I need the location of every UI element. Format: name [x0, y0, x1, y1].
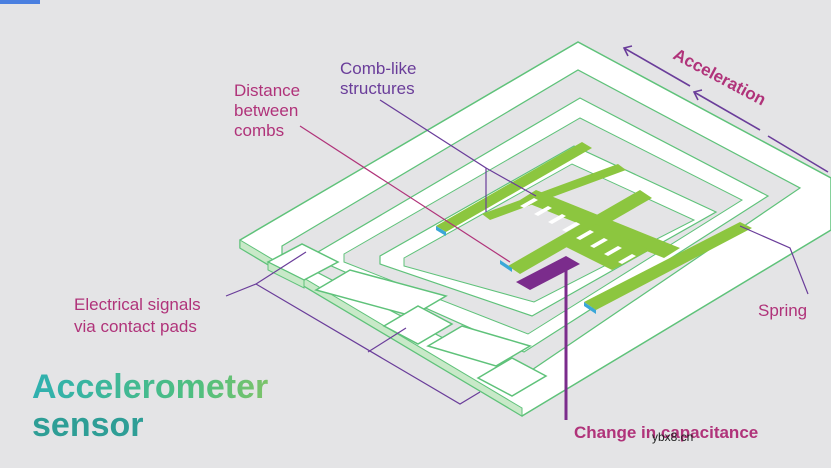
comb-structure — [436, 142, 752, 314]
comb-teeth — [520, 198, 636, 264]
leader-spring — [739, 225, 809, 295]
title-line-1: Accelerometer — [32, 368, 269, 406]
tab-indicator — [0, 0, 40, 4]
leader-distance — [299, 125, 511, 263]
label-comb-like: Comb-like structures — [340, 59, 421, 98]
leader-lines — [225, 99, 809, 420]
capacitor-plate — [516, 256, 580, 290]
title-line-2: sensor — [32, 406, 144, 444]
leader-electrical — [225, 283, 481, 405]
label-change-capacitance: Change in capacitance — [574, 423, 758, 442]
diagram-title: Accelerometer sensor — [32, 368, 268, 444]
label-distance: Distance between combs — [234, 81, 305, 140]
label-spring: Spring — [758, 301, 807, 320]
leader-comb-2 — [485, 167, 537, 197]
left-arrow-icon — [767, 135, 829, 173]
watermark: ybx8.cn — [652, 430, 694, 444]
label-electrical-signals: Electrical signals via contact pads — [74, 295, 205, 336]
contact-pads — [266, 243, 548, 397]
leader-electrical-2 — [255, 251, 307, 285]
left-arrow-icon — [622, 45, 691, 87]
left-arrow-icon — [692, 89, 761, 131]
inner-frames — [317, 97, 770, 353]
leader-electrical-3 — [367, 327, 407, 353]
acceleration-arrows — [622, 45, 829, 173]
